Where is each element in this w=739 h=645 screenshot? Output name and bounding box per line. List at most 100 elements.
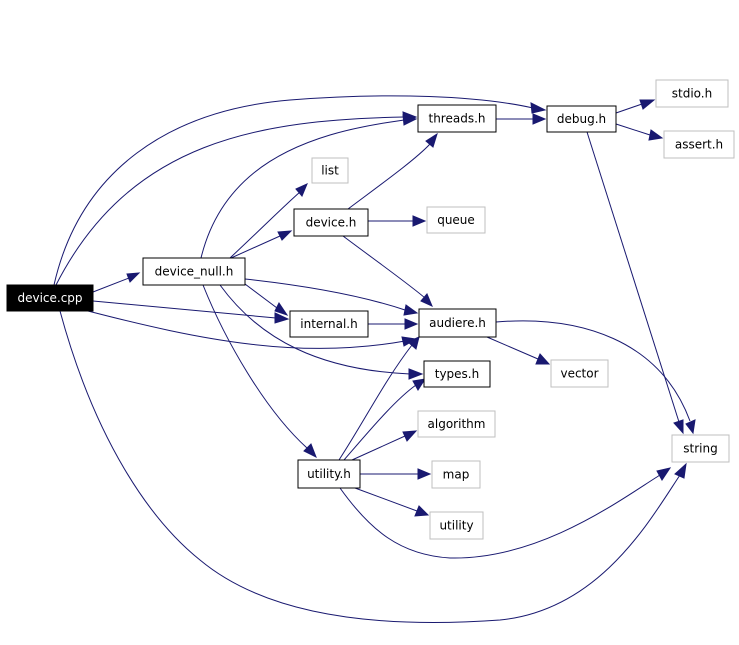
node-box bbox=[418, 308, 497, 338]
edge-line bbox=[87, 310, 406, 349]
edge-line bbox=[202, 284, 308, 449]
edge-device_null_h-to-threads_h bbox=[200, 114, 418, 259]
arrowhead-icon bbox=[656, 467, 672, 481]
edge-device_cpp-to-string bbox=[59, 310, 687, 623]
edge-line bbox=[615, 103, 643, 114]
node-utility-h[interactable]: utility.h bbox=[297, 459, 361, 489]
arrowhead-icon bbox=[274, 302, 289, 316]
node-label: assert.h bbox=[675, 138, 723, 152]
edge-debug_h-to-assert_h bbox=[615, 123, 664, 141]
edge-line bbox=[53, 95, 534, 286]
node-device-h[interactable]: device.h bbox=[293, 208, 369, 237]
edge-line bbox=[354, 487, 418, 512]
arrowhead-icon bbox=[126, 272, 141, 283]
arrowhead-icon bbox=[420, 293, 433, 307]
arrowhead-icon bbox=[403, 304, 419, 316]
edge-line bbox=[342, 235, 426, 299]
node-label: device.cpp bbox=[17, 291, 82, 305]
node-threads-h[interactable]: threads.h bbox=[417, 104, 497, 133]
arrowhead-icon bbox=[685, 419, 696, 435]
node-label: utility bbox=[439, 519, 473, 533]
node-utility: utility bbox=[429, 511, 484, 540]
edge-line bbox=[339, 474, 661, 559]
node-label: stdio.h bbox=[672, 87, 712, 101]
edge-device_cpp-to-debug_h bbox=[53, 95, 547, 286]
edge-line bbox=[200, 119, 405, 259]
edge-audiere_h-to-string bbox=[495, 320, 696, 435]
edge-device_null_h-to-device_h bbox=[230, 230, 293, 259]
node-debug-h[interactable]: debug.h bbox=[546, 105, 617, 133]
node-label: list bbox=[321, 164, 339, 178]
edge-utility_h-to-string bbox=[339, 467, 672, 559]
node-list: list bbox=[311, 157, 349, 184]
edge-debug_h-to-stdio_h bbox=[615, 99, 656, 114]
edge-utility_h-to-algorithm bbox=[351, 430, 418, 461]
edge-line bbox=[486, 336, 539, 360]
arrowhead-icon bbox=[277, 230, 293, 241]
edge-line bbox=[343, 384, 417, 461]
edge-line bbox=[495, 320, 691, 422]
node-label: algorithm bbox=[428, 417, 486, 431]
edge-utility_h-to-audiere_h bbox=[338, 336, 420, 461]
node-internal-h[interactable]: internal.h bbox=[289, 310, 369, 338]
node-box bbox=[293, 208, 369, 237]
edge-device_h-to-threads_h bbox=[347, 132, 438, 210]
edge-line bbox=[92, 300, 277, 319]
edge-device_null_h-to-audiere_h bbox=[244, 278, 419, 316]
arrowhead-icon bbox=[295, 183, 308, 197]
node-box bbox=[671, 434, 730, 463]
node-device-null-h[interactable]: device_null.h bbox=[142, 257, 246, 286]
edge-device_cpp-to-device_null_h bbox=[92, 272, 141, 293]
edge-device_null_h-to-types_h bbox=[219, 284, 424, 380]
node-types-h[interactable]: types.h bbox=[423, 360, 491, 388]
node-stdio-h: stdio.h bbox=[655, 79, 729, 108]
nodes-layer: device.cpp device_null.h threads.h debug.h s… bbox=[6, 79, 735, 540]
edge-device_null_h-to-utility_h bbox=[202, 284, 317, 459]
node-box bbox=[663, 130, 735, 159]
edge-line bbox=[615, 123, 651, 136]
edge-line bbox=[351, 435, 406, 461]
edge-device_null_h-to-list bbox=[229, 183, 308, 259]
node-box bbox=[142, 257, 246, 286]
edge-line bbox=[92, 277, 130, 293]
arrowhead-icon bbox=[274, 312, 290, 324]
edge-line bbox=[55, 116, 405, 286]
node-box bbox=[311, 157, 349, 184]
edge-line bbox=[244, 278, 406, 311]
edge-internal_h-to-audiere_h bbox=[368, 318, 419, 330]
node-label: threads.h bbox=[428, 112, 485, 126]
arrowhead-icon bbox=[639, 99, 656, 110]
node-label: internal.h bbox=[300, 317, 357, 331]
node-box bbox=[429, 511, 484, 540]
edge-line bbox=[244, 283, 278, 309]
node-box bbox=[550, 359, 609, 388]
node-label: audiere.h bbox=[429, 316, 486, 330]
edge-line bbox=[229, 191, 301, 259]
node-box bbox=[423, 360, 491, 388]
arrowhead-icon bbox=[425, 132, 438, 148]
arrowhead-icon bbox=[402, 430, 418, 442]
node-box bbox=[431, 460, 481, 489]
edge-device_cpp-to-internal_h bbox=[92, 300, 290, 324]
arrowhead-icon bbox=[532, 113, 547, 125]
edge-device_h-to-queue bbox=[368, 215, 427, 227]
node-box bbox=[417, 410, 496, 438]
arrowhead-icon bbox=[673, 419, 684, 435]
node-box bbox=[655, 79, 729, 108]
node-assert-h: assert.h bbox=[663, 130, 735, 159]
node-queue: queue bbox=[426, 206, 486, 234]
edges-layer bbox=[53, 95, 696, 623]
node-label: vector bbox=[560, 367, 598, 381]
node-audiere-h[interactable]: audiere.h bbox=[418, 308, 497, 338]
node-label: types.h bbox=[435, 367, 479, 381]
node-label: device_null.h bbox=[155, 265, 234, 279]
node-algorithm: algorithm bbox=[417, 410, 496, 438]
node-box bbox=[426, 206, 486, 234]
node-label: debug.h bbox=[557, 112, 606, 126]
arrowhead-icon bbox=[404, 318, 419, 330]
edge-utility_h-to-utility bbox=[354, 487, 430, 517]
edge-threads_h-to-debug_h bbox=[496, 113, 547, 125]
edge-audiere_h-to-vector bbox=[486, 336, 551, 365]
node-device-cpp[interactable]: device.cpp bbox=[6, 284, 94, 312]
edge-device_null_h-to-internal_h bbox=[244, 283, 289, 316]
